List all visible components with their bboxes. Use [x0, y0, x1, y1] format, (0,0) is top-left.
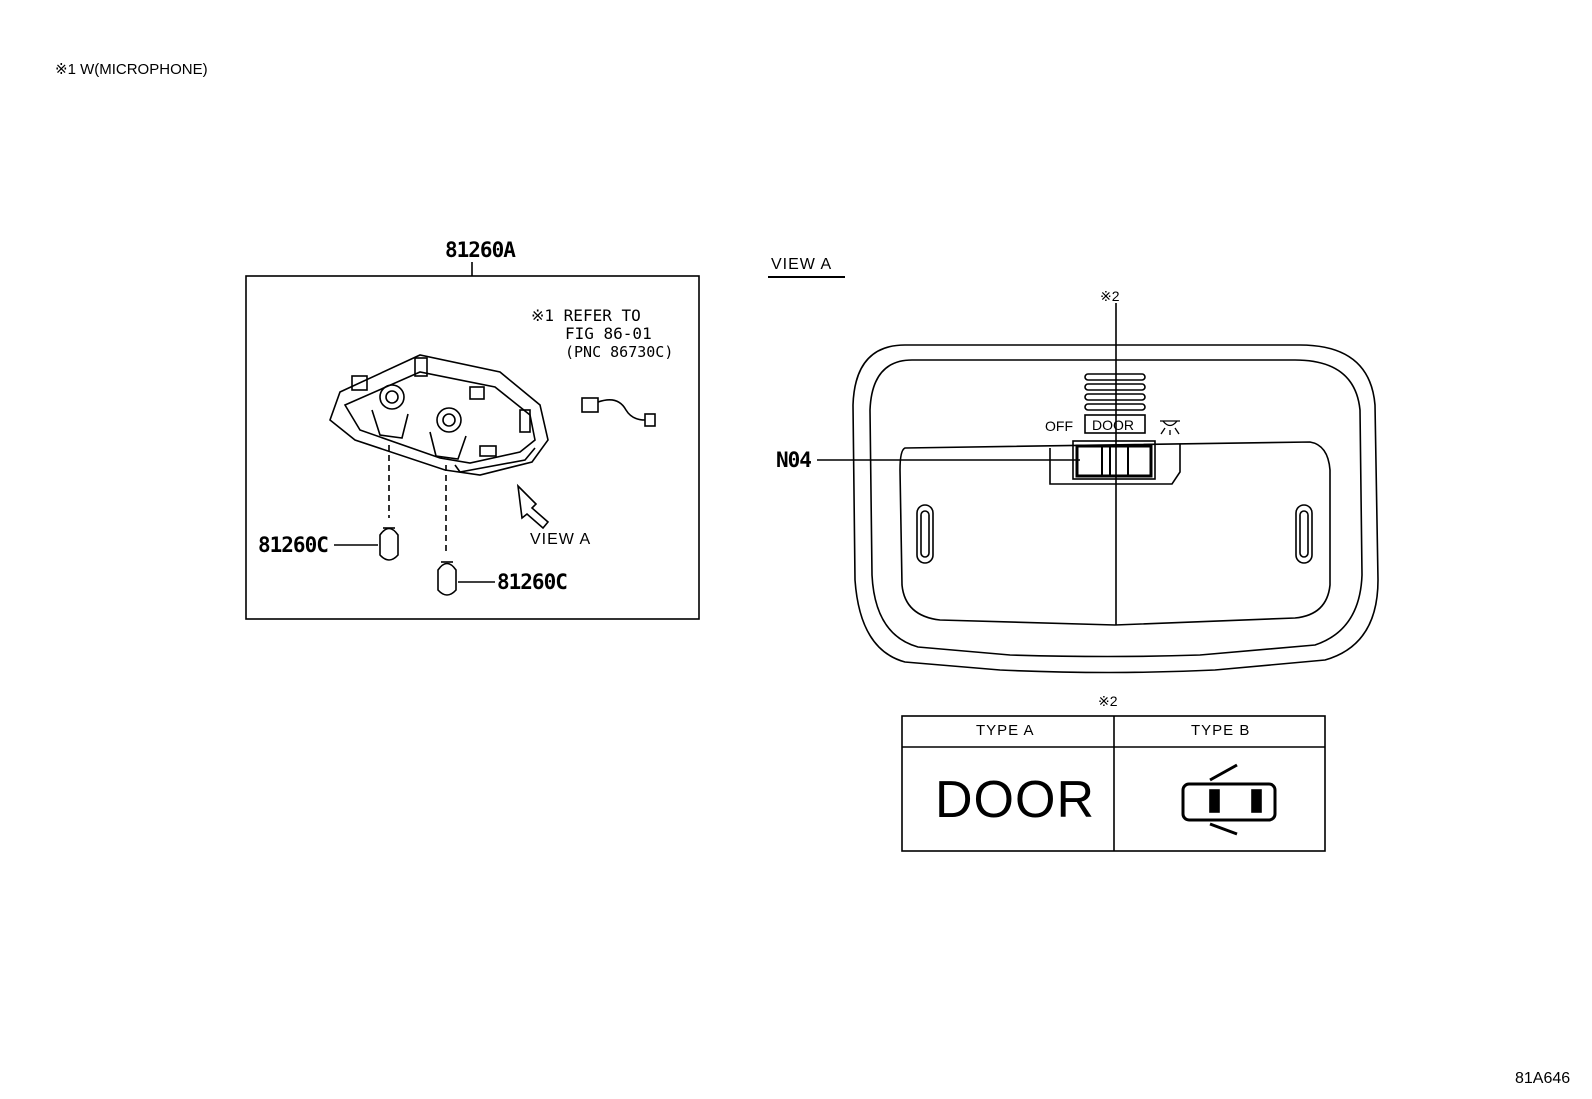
bulb-right-icon [437, 561, 457, 596]
car-door-icon [1181, 763, 1277, 836]
switch-off-label: OFF [1045, 418, 1073, 434]
console-outer [852, 344, 1379, 674]
view-arrow-icon [516, 483, 550, 530]
bulb-left-icon [379, 527, 399, 561]
refer-line-2: FIG 86-01 [565, 324, 652, 343]
refer-line-3: (PNC 86730C) [565, 343, 674, 361]
lamp-on-icon [1160, 420, 1180, 435]
footnote: ※1 W(MICROPHONE) [55, 61, 208, 78]
switch-door-label: DOOR [1092, 417, 1134, 433]
part-81260c-right-label: 81260C [497, 570, 568, 594]
part-81260c-left-label: 81260C [258, 533, 329, 557]
louver-grille [1084, 373, 1146, 411]
part-81260a-label: 81260A [445, 238, 516, 262]
refer-line-1: ※1 REFER TO [531, 306, 641, 325]
lamp-lens [899, 441, 1331, 626]
marker-2-lower: ※2 [1098, 693, 1118, 709]
microphone-connector-icon [581, 397, 656, 427]
view-a-arrow-label: VIEW A [530, 531, 592, 548]
lamp-housing-illustration [329, 354, 549, 476]
type-a-door-text: DOOR [935, 771, 1095, 829]
part-n04-label: N04 [776, 448, 812, 472]
marker-2-upper: ※2 [1100, 288, 1120, 304]
view-a-heading: VIEW A [771, 256, 833, 273]
console-inner [869, 359, 1363, 658]
type-a-header: TYPE A [976, 722, 1035, 739]
figure-id: 81A646 [1515, 1070, 1571, 1087]
type-b-header: TYPE B [1191, 722, 1251, 739]
